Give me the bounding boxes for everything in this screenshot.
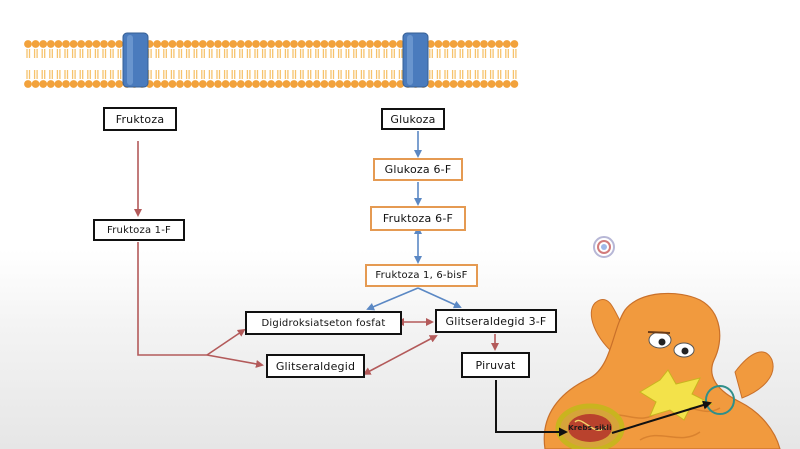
arrow-fruktoza1f-split — [137, 242, 207, 356]
arrow-mitochondria-out — [611, 400, 712, 434]
fructose-transporter — [122, 32, 149, 88]
cell-membrane — [24, 40, 519, 88]
node-glitseraldegid-3f: Glitseraldegid 3-F — [435, 309, 557, 333]
arrow-to-digidroksiatseton — [206, 328, 246, 356]
mitochondria-character — [543, 292, 781, 449]
node-digidroksiatseton-fosfat: Digidroksiatseton fosfat — [245, 311, 402, 335]
node-glitseraldegid: Glitseraldegid — [266, 354, 365, 378]
mitochondria-label: Krebs sikli — [568, 424, 612, 432]
arrow-piruvat-to-mitochondria — [495, 380, 568, 437]
circle-icon — [593, 236, 615, 258]
node-fruktoza-1f: Fruktoza 1-F — [93, 219, 185, 241]
node-glukoza: Glukoza — [381, 108, 445, 130]
node-glukoza-6f: Glukoza 6-F — [373, 158, 463, 181]
glucose-transporter — [402, 32, 429, 88]
node-fruktoza-16bif: Fruktoza 1, 6-bisF — [365, 264, 478, 287]
arrow-bif-to-digidroksi — [366, 287, 419, 311]
node-fruktoza-6f: Fruktoza 6-F — [370, 206, 466, 231]
arrow-glitseraldegid-to-3f — [362, 335, 438, 375]
node-fruktoza: Fruktoza — [103, 107, 177, 131]
node-piruvat: Piruvat — [461, 352, 530, 378]
arrow-bif-to-glitseraldegid3f — [417, 287, 462, 309]
arrow-to-glitseraldegid — [206, 354, 264, 368]
